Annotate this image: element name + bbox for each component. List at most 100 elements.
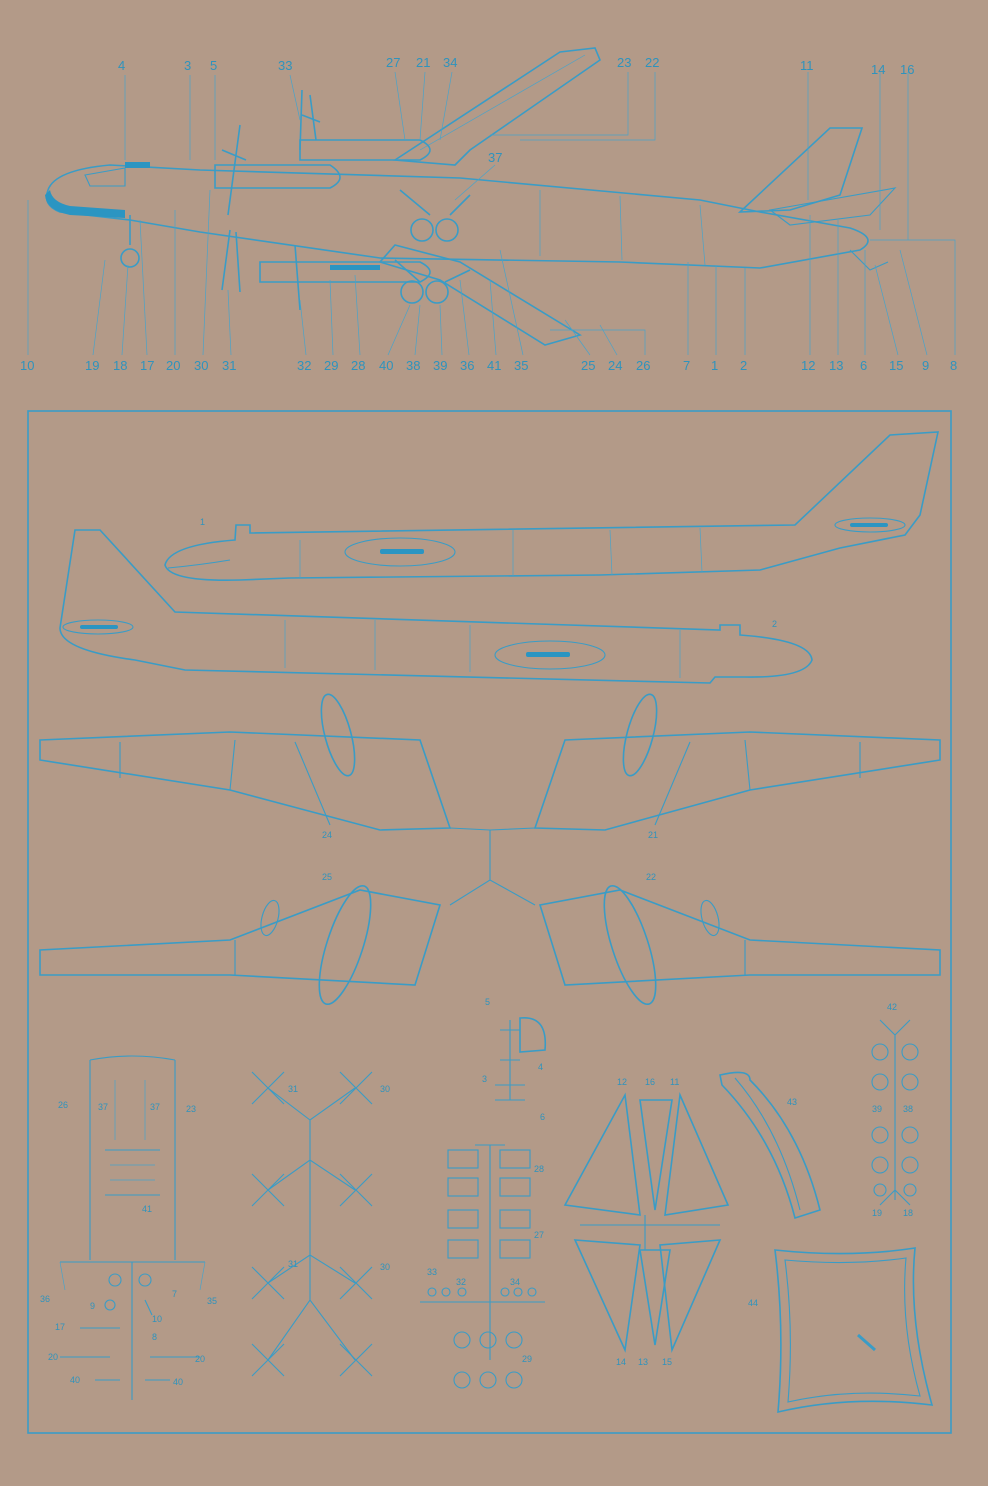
part-number: 2 bbox=[772, 619, 777, 629]
part-number: 14 bbox=[616, 1357, 626, 1367]
callout-label: 12 bbox=[801, 358, 815, 373]
callout-label: 13 bbox=[829, 358, 843, 373]
wheel-sprue: 42 39 38 19 18 bbox=[871, 1002, 919, 1218]
bottom-callout-row: 10 19 18 17 20 30 31 32 29 28 40 38 39 3… bbox=[20, 358, 957, 373]
part-number: 20 bbox=[195, 1354, 205, 1364]
callout-label: 24 bbox=[608, 358, 622, 373]
top-callout-row: 4 3 5 33 27 21 34 23 22 11 14 16 37 bbox=[118, 55, 914, 165]
wheel bbox=[410, 218, 434, 242]
part-number: 9 bbox=[90, 1301, 95, 1311]
wing-22: 22 bbox=[538, 872, 941, 1006]
part-number: 44 bbox=[748, 1298, 758, 1308]
nacelle-sprue: 28 27 33 32 34 29 bbox=[420, 1144, 545, 1389]
upper-nacelle bbox=[299, 139, 431, 161]
canopy-sprue: 5 4 3 6 bbox=[482, 997, 547, 1122]
gear-strut bbox=[399, 189, 471, 216]
part-number: 26 bbox=[58, 1100, 68, 1110]
prop-upper-2 bbox=[221, 124, 247, 216]
part-number: 18 bbox=[903, 1208, 913, 1218]
fuselage bbox=[45, 164, 869, 269]
tail-gear bbox=[849, 249, 889, 271]
part-number: 31 bbox=[288, 1259, 298, 1269]
part-number: 35 bbox=[207, 1296, 217, 1306]
callout-label: 11 bbox=[800, 58, 814, 73]
callout-label: 33 bbox=[278, 58, 292, 73]
part-number: 19 bbox=[872, 1208, 882, 1218]
lower-nacelle-fill bbox=[330, 265, 380, 270]
tail-sprue: 12 16 11 14 13 15 bbox=[563, 1077, 730, 1367]
callout-label: 31 bbox=[222, 358, 236, 373]
callout-label: 4 bbox=[118, 58, 125, 73]
part-number: 17 bbox=[55, 1322, 65, 1332]
part-number: 12 bbox=[617, 1077, 627, 1087]
stand-44: 44 bbox=[748, 1247, 934, 1414]
part-number: 30 bbox=[380, 1262, 390, 1272]
part-number: 1 bbox=[200, 517, 205, 527]
part-number: 28 bbox=[534, 1164, 544, 1174]
wing-24: 24 bbox=[39, 693, 452, 840]
callout-label: 8 bbox=[950, 358, 957, 373]
part-number: 42 bbox=[887, 1002, 897, 1012]
callout-label: 10 bbox=[20, 358, 34, 373]
part-number: 43 bbox=[787, 1097, 797, 1107]
part-number: 23 bbox=[186, 1104, 196, 1114]
part-number: 24 bbox=[322, 830, 332, 840]
part-number: 21 bbox=[648, 830, 658, 840]
part-number: 36 bbox=[40, 1294, 50, 1304]
callout-label: 27 bbox=[386, 55, 400, 70]
prop-lower-1 bbox=[221, 229, 241, 293]
part-number: 15 bbox=[662, 1357, 672, 1367]
wheel bbox=[435, 218, 459, 242]
callout-label: 34 bbox=[443, 55, 457, 70]
part-number: 37 bbox=[98, 1102, 108, 1112]
part-number: 30 bbox=[380, 1084, 390, 1094]
callout-label: 35 bbox=[514, 358, 528, 373]
gear-strut bbox=[394, 259, 471, 283]
callout-label: 36 bbox=[460, 358, 474, 373]
part-number: 10 bbox=[152, 1314, 162, 1324]
wing-21: 21 bbox=[533, 693, 941, 840]
part-number: 31 bbox=[288, 1084, 298, 1094]
propeller-sprue: 31 30 31 30 bbox=[251, 1071, 390, 1377]
callout-label: 5 bbox=[210, 58, 217, 73]
callout-label: 3 bbox=[184, 58, 191, 73]
nose-underside bbox=[45, 190, 125, 218]
wheel bbox=[400, 280, 424, 304]
callout-label: 28 bbox=[351, 358, 365, 373]
callout-label: 1 bbox=[711, 358, 718, 373]
prop-upper-3 bbox=[299, 89, 303, 151]
lower-nacelle bbox=[259, 261, 431, 283]
part-number: 13 bbox=[638, 1357, 648, 1367]
callout-label: 32 bbox=[297, 358, 311, 373]
callout-label: 14 bbox=[871, 62, 885, 77]
parts-frame bbox=[27, 410, 952, 1434]
fuselage-half-1: 1 bbox=[164, 431, 940, 582]
fuselage-half-2: 2 bbox=[59, 529, 813, 684]
nose-wheel bbox=[120, 248, 140, 268]
part-number: 20 bbox=[48, 1352, 58, 1362]
cockpit-window bbox=[125, 162, 150, 168]
gear-sprue: 26 37 37 23 41 36 7 35 9 10 17 8 20 20 4… bbox=[40, 1055, 217, 1400]
callout-label: 18 bbox=[113, 358, 127, 373]
callout-label: 17 bbox=[140, 358, 154, 373]
callout-label: 16 bbox=[900, 62, 914, 77]
strut-43: 43 bbox=[719, 1071, 821, 1220]
part-number: 34 bbox=[510, 1277, 520, 1287]
callout-label: 25 bbox=[581, 358, 595, 373]
part-number: 29 bbox=[522, 1354, 532, 1364]
part-number: 25 bbox=[322, 872, 332, 882]
panel-lines bbox=[539, 190, 706, 266]
part-number: 22 bbox=[646, 872, 656, 882]
callout-label: 30 bbox=[194, 358, 208, 373]
part-number: 4 bbox=[538, 1062, 543, 1072]
prop-lower-2 bbox=[294, 244, 301, 311]
wheel bbox=[425, 280, 449, 304]
wing-sprue bbox=[449, 827, 536, 906]
tail-fin bbox=[737, 127, 864, 213]
part-number: 3 bbox=[482, 1074, 487, 1084]
callout-label: 7 bbox=[683, 358, 690, 373]
part-number: 11 bbox=[670, 1077, 679, 1087]
part-number: 33 bbox=[427, 1267, 437, 1277]
